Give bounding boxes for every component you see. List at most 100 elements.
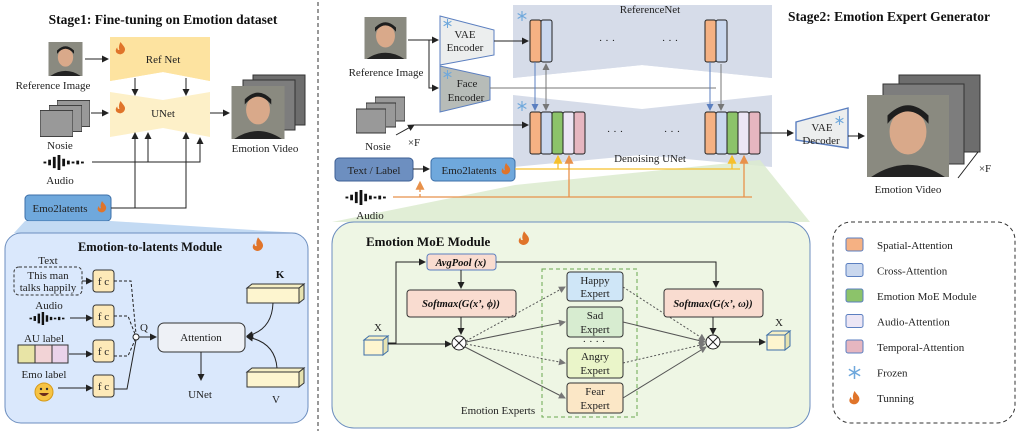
svg-text:Sad: Sad <box>587 310 604 322</box>
au-label-bars <box>17 344 69 364</box>
noise-frames <box>40 100 90 137</box>
legend-item: Spatial-Attention <box>845 237 953 252</box>
emotion-to-latents-module <box>4 232 309 424</box>
softmax-left-label: Softmax(G(x’, ϕ)) <box>422 299 500 310</box>
referencenet-blocks <box>529 19 728 63</box>
multiply-node-right <box>705 334 721 350</box>
text-label-label: Text / Label <box>348 165 401 177</box>
legend-swatch <box>845 263 864 277</box>
svg-text:· · ·: · · · <box>662 35 679 47</box>
legend-item: Frozen <box>848 365 908 380</box>
reference-net-label: ReferenceNet <box>620 4 680 16</box>
legend-swatch <box>845 288 864 303</box>
legend-item: Audio-Attention <box>845 314 950 329</box>
expert-fear: Fear Expert <box>566 382 624 414</box>
svg-text:VAE: VAE <box>811 122 832 134</box>
v-tensor <box>245 366 306 389</box>
svg-text:VAE: VAE <box>454 29 475 41</box>
legend-label: Audio-Attention <box>877 317 950 329</box>
k-label: K <box>276 269 285 281</box>
legend-label: Temporal-Attention <box>877 342 965 354</box>
stage1-title: Stage1: Fine-tuning on Emotion dataset <box>49 12 278 27</box>
x-output-cube <box>765 329 792 352</box>
experts-dots: · · · · <box>583 336 606 348</box>
audio-waveform-icon <box>345 190 386 205</box>
svg-text:· · ·: · · · <box>607 126 624 138</box>
video-times-f: ×F <box>979 163 991 175</box>
emotion-experts-label: Emotion Experts <box>461 405 535 417</box>
legend-label: Spatial-Attention <box>877 240 953 252</box>
legend-swatch <box>845 314 864 328</box>
face-encoder <box>439 65 491 113</box>
svg-text:Face: Face <box>457 78 478 90</box>
x-output-label: X <box>775 317 783 329</box>
emotion-experts-group <box>541 268 638 418</box>
e2l-unet-label: UNet <box>188 389 212 401</box>
legend-label: Frozen <box>877 368 908 380</box>
unet-block <box>110 92 210 137</box>
svg-text:· · ·: · · · <box>599 35 616 47</box>
noise-label: Nosie <box>47 140 73 152</box>
legend-label: Tunning <box>877 393 914 405</box>
expert-angry: Angry Expert <box>566 347 624 379</box>
svg-text:Expert: Expert <box>580 400 609 412</box>
svg-text:Encoder: Encoder <box>448 92 485 104</box>
s2-emotion-video-frames <box>867 74 981 177</box>
unet-label: UNet <box>151 108 175 120</box>
v-label: V <box>272 394 280 406</box>
text-input-label: Text <box>38 255 57 267</box>
smiley-icon <box>34 382 54 402</box>
legend-label: Emotion MoE Module <box>877 291 977 303</box>
x-input-cube <box>362 334 390 357</box>
text-prompt-line2: talks happily <box>20 282 77 294</box>
reference-image <box>48 42 83 76</box>
svg-text:Expert: Expert <box>580 365 609 377</box>
denoising-unet-blocks <box>529 111 761 155</box>
svg-text:f c: f c <box>98 276 109 288</box>
x-input-label: X <box>374 322 382 334</box>
svg-text:· · ·: · · · <box>664 126 681 138</box>
stage2-title: Stage2: Emotion Expert Generator <box>788 9 990 24</box>
fc-layers: f c f c f c f c <box>92 269 115 398</box>
s2-emotion-video-label: Emotion Video <box>875 184 942 196</box>
svg-text:f c: f c <box>98 381 109 393</box>
audio-label: Audio <box>46 175 74 187</box>
emo-label: Emo label <box>22 369 67 381</box>
svg-text:Happy: Happy <box>580 275 610 287</box>
legend-item: Emotion MoE Module <box>845 288 977 303</box>
moe-title: Emotion MoE Module <box>366 234 490 249</box>
expert-happy: Happy Expert <box>566 271 624 302</box>
svg-text:Angry: Angry <box>581 351 610 363</box>
avgpool-label: AvgPool (x) <box>435 258 487 269</box>
expert-sad: Sad Expert <box>566 306 624 338</box>
legend-swatch <box>845 339 864 354</box>
ref-net-label: Ref Net <box>146 54 181 66</box>
svg-text:Expert: Expert <box>580 288 609 300</box>
q-label: Q <box>140 322 148 334</box>
svg-text:f c: f c <box>98 311 109 323</box>
legend-label: Cross-Attention <box>877 266 948 278</box>
emotion-video-frames <box>231 74 306 139</box>
softmax-right-label: Softmax(G(x’, ω)) <box>673 299 752 310</box>
s2-reference-image-label: Reference Image <box>349 67 424 79</box>
legend-item: Cross-Attention <box>845 263 948 278</box>
s2-noise-frames <box>356 96 405 134</box>
legend-item: Tunning <box>849 391 914 405</box>
s2-noise-label: Nosie <box>365 141 391 153</box>
reference-image-label: Reference Image <box>16 80 91 92</box>
e2l-audio-label: Audio <box>35 300 63 312</box>
vae-decoder <box>795 107 849 149</box>
e2l-title: Emotion-to-latents Module <box>78 240 223 254</box>
noise-times-f: ×F <box>408 137 420 149</box>
audio-waveform-icon <box>43 155 84 170</box>
emo2latents-label: Emo2latents <box>33 203 88 215</box>
legend <box>832 221 1016 424</box>
k-tensor <box>245 282 306 305</box>
legend-swatch <box>845 237 864 252</box>
multiply-node-left <box>451 335 467 351</box>
concat-node <box>132 333 140 341</box>
emotion-video-label: Emotion Video <box>232 143 299 155</box>
au-label: AU label <box>24 333 64 345</box>
zoom-projection <box>14 221 300 233</box>
